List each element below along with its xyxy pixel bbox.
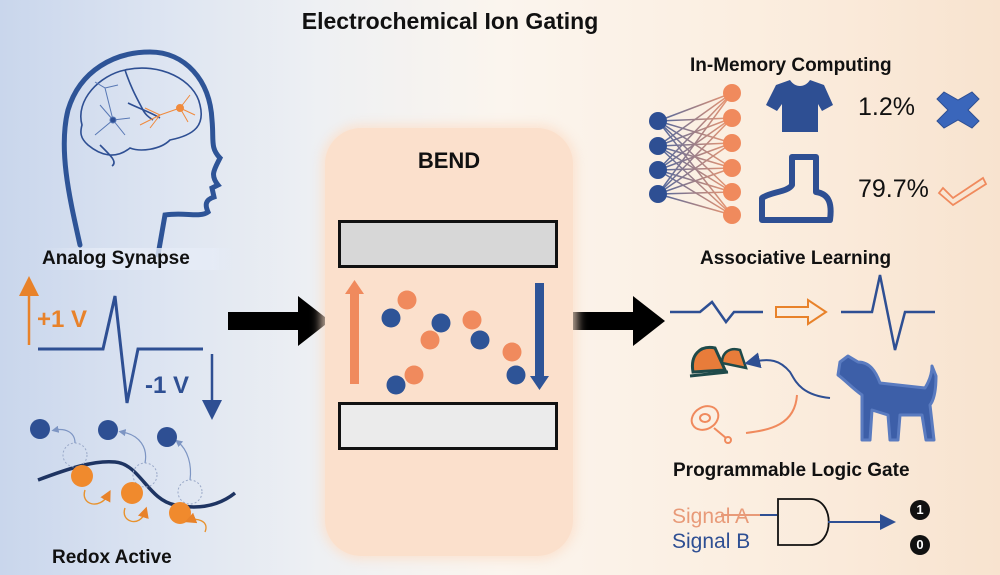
associative-learning-diagram bbox=[670, 274, 938, 444]
head-icon bbox=[61, 49, 224, 258]
logic-gate-label: Programmable Logic Gate bbox=[673, 460, 910, 481]
signal-a-label: Signal A bbox=[672, 505, 750, 528]
page-title: Electrochemical Ion Gating bbox=[301, 8, 599, 34]
bend-label: BEND bbox=[417, 148, 481, 173]
voltage-negative-label: -1 V bbox=[145, 372, 190, 399]
in-memory-computing-label: In-Memory Computing bbox=[690, 55, 892, 76]
neuron-orange-icon bbox=[139, 94, 196, 129]
dog-icon bbox=[836, 354, 938, 442]
right-arrow-icon bbox=[563, 296, 665, 346]
boot-accuracy-value: 79.7% bbox=[858, 175, 929, 203]
neuron-blue-icon bbox=[94, 81, 131, 136]
output-zero-badge: 0 bbox=[910, 535, 930, 555]
neural-network-icon bbox=[649, 84, 741, 224]
associative-learning-label: Associative Learning bbox=[700, 248, 892, 269]
and-gate-icon bbox=[721, 498, 896, 546]
bend-device-panel bbox=[325, 128, 573, 556]
tshirt-accuracy-value: 1.2% bbox=[858, 93, 915, 121]
bottom-electrode bbox=[338, 402, 558, 450]
voltage-positive-label: +1 V bbox=[37, 306, 88, 333]
t-shirt-icon bbox=[766, 80, 833, 132]
check-icon bbox=[937, 176, 988, 207]
boot-icon bbox=[759, 154, 834, 223]
signal-b-label: Signal B bbox=[672, 530, 751, 553]
voltage-pulse-waveform bbox=[19, 276, 222, 420]
bend-ions bbox=[345, 280, 549, 395]
meat-icon bbox=[690, 405, 732, 444]
redox-active-label: Redox Active bbox=[52, 547, 172, 568]
bell-icon bbox=[689, 345, 748, 378]
cross-icon bbox=[936, 91, 980, 129]
top-electrode bbox=[338, 220, 558, 268]
output-one-badge: 1 bbox=[910, 500, 930, 520]
left-arrow-icon bbox=[228, 296, 330, 346]
analog-synapse-label: Analog Synapse bbox=[42, 248, 232, 270]
redox-diagram bbox=[30, 419, 237, 533]
